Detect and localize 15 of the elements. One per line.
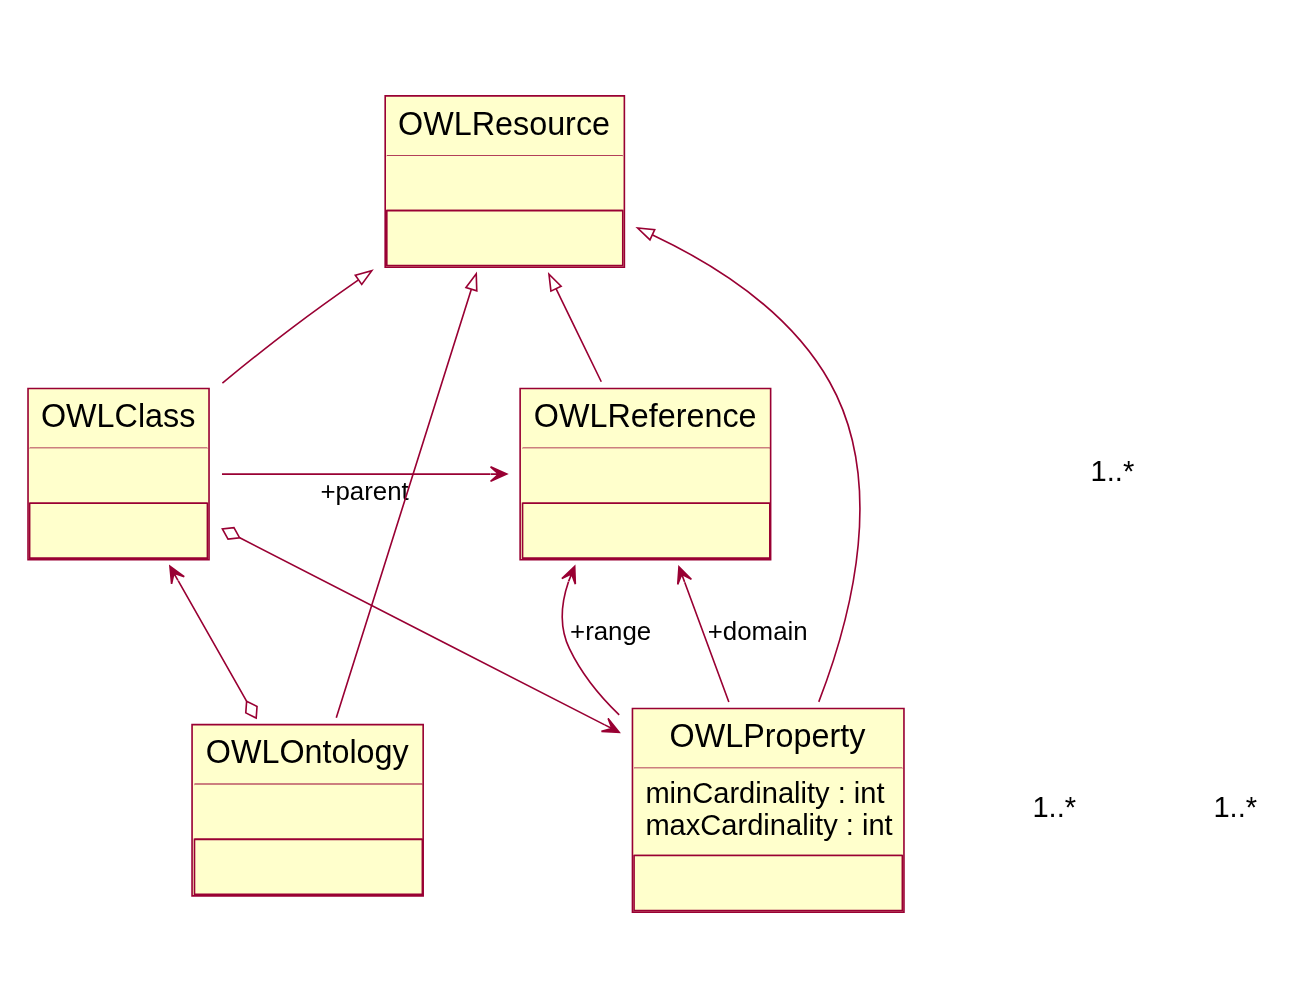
- arrow: [221, 465, 508, 482]
- edge-label: +parent: [320, 476, 409, 505]
- arrow: [635, 226, 861, 703]
- edge-label: +domain: [707, 616, 808, 645]
- arrow: [169, 564, 258, 719]
- arrow: [335, 270, 478, 718]
- arrow: [561, 565, 620, 716]
- edge-label: +range: [570, 616, 652, 645]
- arrow: [676, 565, 730, 703]
- arrow: [221, 526, 620, 733]
- label: 1..*: [1032, 790, 1077, 823]
- label: 1..*: [1090, 454, 1135, 487]
- arrow: [547, 271, 603, 383]
- arrow: [221, 268, 374, 384]
- label: 1..*: [1213, 790, 1258, 823]
